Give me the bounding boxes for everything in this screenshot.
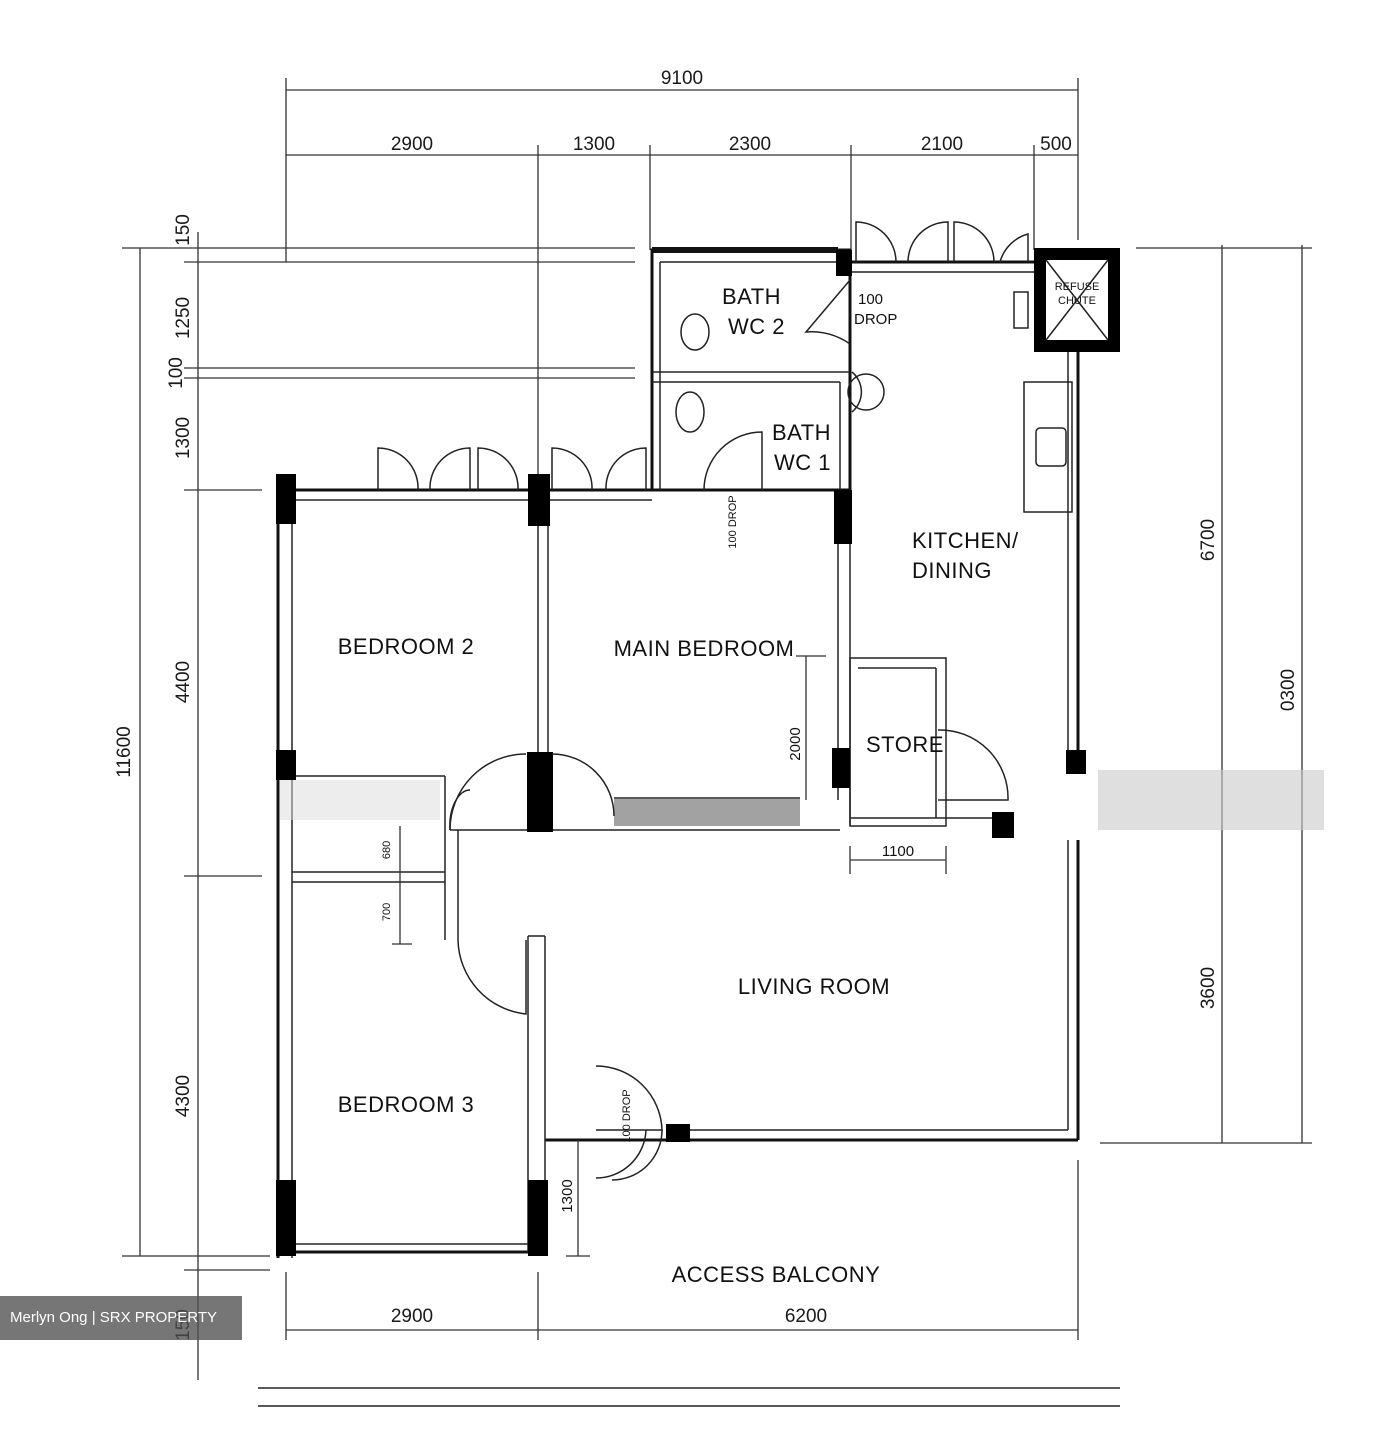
- dim-top-1: 2900: [391, 134, 433, 155]
- label-refuse-chute-line2: CHUTE: [1058, 295, 1096, 307]
- walls: [276, 247, 1120, 1258]
- doors: [377, 221, 1073, 1181]
- label-drop-top-value: 100: [858, 291, 883, 308]
- dim-2000: 2000: [787, 727, 804, 760]
- blurred-patch: [280, 780, 440, 820]
- dim-700: 700: [381, 903, 393, 921]
- label-bath-wc1-line1: BATH: [772, 420, 831, 445]
- dim-right-3: 3600: [1198, 967, 1219, 1009]
- label-main-bedroom: MAIN BEDROOM: [614, 636, 795, 661]
- top-dimensions: 9100 2900 1300 2300 2100 500: [285, 68, 1079, 490]
- dim-left-2: 1250: [173, 297, 194, 339]
- dim-left-4: 1300: [173, 417, 194, 459]
- interior-dimensions: 2000 1100 680 700 1300: [381, 655, 947, 1257]
- label-bath-wc1-line2: WC 1: [774, 450, 831, 475]
- dim-1300-balcony: 1300: [559, 1179, 576, 1212]
- dim-left-1: 150: [173, 214, 194, 246]
- label-kitchen-line1: KITCHEN/: [912, 528, 1019, 553]
- label-bedroom-2: BEDROOM 2: [338, 634, 475, 659]
- dim-top-3: 2300: [729, 134, 771, 155]
- blurred-strip: [1098, 770, 1324, 830]
- dim-right-2: 0300: [1278, 669, 1299, 711]
- label-bath-wc2-line2: WC 2: [728, 314, 785, 339]
- dim-left-3: 100: [166, 357, 187, 389]
- label-living-room: LIVING ROOM: [738, 974, 890, 999]
- dim-right-1: 6700: [1198, 519, 1219, 561]
- dim-bottom-2: 6200: [785, 1306, 827, 1327]
- label-store: STORE: [866, 732, 944, 757]
- dim-1100: 1100: [882, 843, 914, 860]
- label-kitchen-line2: DINING: [912, 558, 992, 583]
- room-labels: BEDROOM 2 MAIN BEDROOM BEDROOM 3 LIVING …: [338, 281, 1100, 1287]
- bottom-dimensions: 2900 6200: [258, 1160, 1120, 1407]
- label-drop-vertical-2: 100 DROP: [621, 1089, 633, 1142]
- columns: [276, 250, 1086, 1256]
- right-dimensions: 6700 0300 3600: [1100, 245, 1312, 1144]
- label-drop-vertical-1: 100 DROP: [727, 495, 739, 548]
- label-access-balcony: ACCESS BALCONY: [672, 1262, 881, 1287]
- dim-top-4: 2100: [921, 134, 963, 155]
- dim-top-5: 500: [1040, 134, 1072, 155]
- dim-bottom-1: 2900: [391, 1306, 433, 1327]
- dim-left-5: 4400: [173, 661, 194, 703]
- label-bath-wc2-line1: BATH: [722, 284, 781, 309]
- dim-left-overall: 11600: [114, 726, 135, 777]
- label-refuse-chute-line1: REFUSE: [1055, 281, 1100, 293]
- dim-top-2: 1300: [573, 134, 615, 155]
- dim-680: 680: [381, 841, 393, 859]
- label-drop-top: DROP: [854, 311, 897, 328]
- dim-overall-width: 9100: [661, 68, 703, 89]
- label-bedroom-3: BEDROOM 3: [338, 1092, 475, 1117]
- watermark: Merlyn Ong | SRX PROPERTY: [0, 1296, 242, 1340]
- dim-left-6: 4300: [173, 1075, 194, 1117]
